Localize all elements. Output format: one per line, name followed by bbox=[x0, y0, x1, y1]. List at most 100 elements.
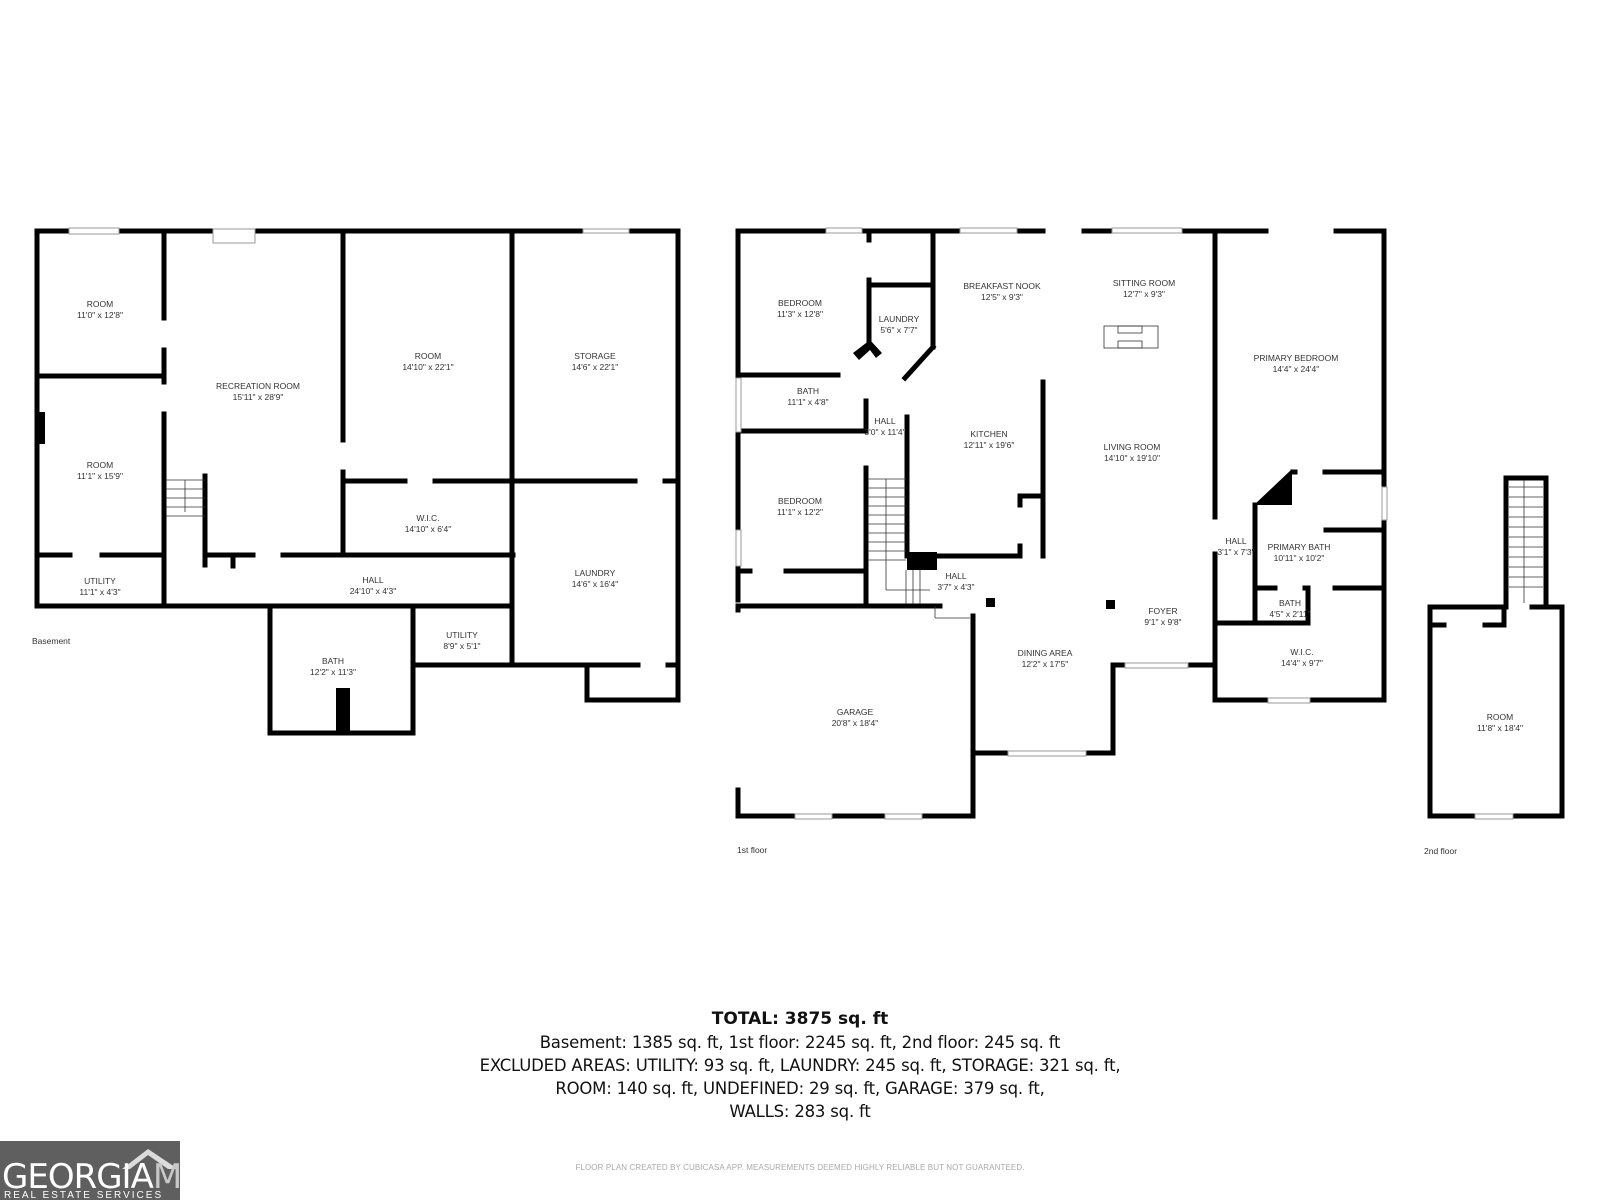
room-name: SITTING ROOM bbox=[1112, 278, 1176, 288]
room-dimensions: 15'11" x 28'9" bbox=[232, 392, 284, 402]
excluded-areas-line-1: EXCLUDED AREAS: UTILITY: 93 sq. ft, LAUN… bbox=[479, 1056, 1121, 1075]
floor-label-second: 2nd floor bbox=[1424, 846, 1458, 856]
room-name: ROOM bbox=[414, 351, 442, 361]
room-dimensions: 3'1" x 7'3" bbox=[1217, 547, 1255, 557]
room-name: HALL bbox=[1225, 536, 1247, 546]
room-name: PRIMARY BEDROOM bbox=[1253, 353, 1339, 363]
room-label: UTILITY 11'1" x 4'3" bbox=[79, 576, 120, 598]
basement-windows bbox=[68, 227, 630, 244]
room-dimensions: 11'1" x 4'3" bbox=[79, 587, 121, 597]
room-dimensions: 24'10" x 4'3" bbox=[349, 586, 397, 596]
room-dimensions: 11'1" x 12'2" bbox=[777, 507, 823, 517]
room-label: ROOM 11'8" x 18'4" bbox=[1477, 712, 1523, 734]
room-dimensions: 12'2" x 17'5" bbox=[1021, 659, 1069, 669]
room-label: HALL 3'1" x 7'3" bbox=[1217, 536, 1254, 558]
room-dimensions: 12'11" x 19'6" bbox=[963, 440, 1015, 450]
room-dimensions: 14'6" x 22'1" bbox=[571, 362, 619, 372]
room-name: LAUNDRY bbox=[574, 568, 616, 578]
room-dimensions: 14'10" x 19'10" bbox=[1103, 453, 1161, 463]
floor-areas: Basement: 1385 sq. ft, 1st floor: 2245 s… bbox=[539, 1033, 1061, 1052]
room-label: PRIMARY BATH 10'11" x 10'2" bbox=[1268, 542, 1331, 564]
room-name: LIVING ROOM bbox=[1103, 442, 1161, 452]
room-label: BEDROOM 11'3" x 12'8" bbox=[777, 298, 823, 320]
room-label: BATH 12'2" x 11'3" bbox=[310, 656, 356, 678]
logo-text: GEORGIAMLS bbox=[2, 1157, 180, 1197]
room-label: BATH 11'1" x 4'8" bbox=[787, 386, 828, 408]
total-area: TOTAL: 3875 sq. ft bbox=[711, 1009, 889, 1029]
room-name: BATH bbox=[1278, 598, 1302, 608]
room-dimensions: 3'0" x 11'4" bbox=[864, 427, 906, 437]
room-name: BREAKFAST NOOK bbox=[963, 281, 1041, 291]
floor-label-first: 1st floor bbox=[737, 845, 768, 855]
room-dimensions: 14'6" x 16'4" bbox=[571, 579, 619, 589]
georgia-mls-logo: GEORGIAMLS REAL ESTATE SERVICES bbox=[0, 1141, 180, 1200]
room-label: LAUNDRY 14'6" x 16'4" bbox=[572, 568, 619, 590]
fireplace bbox=[1103, 325, 1159, 349]
room-name: HALL bbox=[874, 416, 896, 426]
room-dimensions: 14'4" x 9'7" bbox=[1281, 658, 1323, 668]
room-label: BATH 4'5" x 2'11" bbox=[1269, 598, 1310, 620]
excluded-areas-line-2: ROOM: 140 sq. ft, UNDEFINED: 29 sq. ft, … bbox=[555, 1079, 1045, 1098]
second-floor-stairs bbox=[1509, 480, 1543, 603]
room-dimensions: 11'1" x 15'9" bbox=[77, 471, 123, 481]
room-dimensions: 14'4" x 24'4" bbox=[1272, 364, 1320, 374]
room-dimensions: 11'8" x 18'4" bbox=[1477, 723, 1523, 733]
room-label: FOYER 9'1" x 9'8" bbox=[1144, 606, 1181, 628]
room-dimensions: 4'5" x 2'11" bbox=[1269, 609, 1311, 619]
room-name: W.I.C. bbox=[416, 513, 440, 523]
room-label: UTILITY 8'9" x 5'1" bbox=[443, 630, 480, 652]
room-label: RECREATION ROOM 15'11" x 28'9" bbox=[216, 381, 300, 403]
room-label: ROOM 11'1" x 15'9" bbox=[77, 460, 123, 482]
room-label: STORAGE 14'6" x 22'1" bbox=[572, 351, 619, 373]
room-name: LAUNDRY bbox=[878, 314, 920, 324]
room-label: ROOM 14'10" x 22'1" bbox=[402, 351, 453, 373]
room-name: GARAGE bbox=[836, 707, 874, 717]
room-dimensions: 12'2" x 11'3" bbox=[310, 667, 356, 677]
room-name: BATH bbox=[321, 656, 345, 666]
room-name: ROOM bbox=[86, 460, 114, 470]
room-name: UTILITY bbox=[446, 630, 478, 640]
logo-accent-text: MLS bbox=[152, 1157, 180, 1197]
first-floor-windows bbox=[735, 227, 1388, 820]
disclaimer: FLOOR PLAN CREATED BY CUBICASA APP. MEAS… bbox=[575, 1163, 1025, 1172]
room-label: W.I.C. 14'10" x 6'4" bbox=[405, 513, 452, 535]
basement-walls bbox=[34, 228, 681, 736]
roof-icon bbox=[122, 1149, 178, 1169]
room-label: HALL 3'0" x 11'4" bbox=[864, 416, 905, 438]
room-dimensions: 5'6" x 7'7" bbox=[880, 325, 918, 335]
room-dimensions: 14'10" x 6'4" bbox=[404, 524, 452, 534]
basement-stairs bbox=[166, 479, 205, 517]
room-dimensions: 14'10" x 22'1" bbox=[402, 362, 454, 372]
room-name: UTILITY bbox=[84, 576, 116, 586]
room-label: LAUNDRY 5'6" x 7'7" bbox=[879, 314, 919, 336]
area-summary: TOTAL: 3875 sq. ft Basement: 1385 sq. ft… bbox=[0, 1008, 1600, 1123]
second-floor-walls bbox=[1427, 475, 1565, 819]
room-dimensions: 11'0" x 12'8" bbox=[77, 310, 123, 320]
room-label: ROOM 11'0" x 12'8" bbox=[77, 299, 123, 321]
room-name: BEDROOM bbox=[778, 298, 822, 308]
room-dimensions: 20'8" x 18'4" bbox=[831, 718, 879, 728]
room-dimensions: 3'7" x 4'3" bbox=[937, 582, 975, 592]
room-label: BREAKFAST NOOK 12'5" x 9'3" bbox=[963, 281, 1040, 303]
room-dimensions: 11'1" x 4'8" bbox=[787, 397, 829, 407]
room-label: PRIMARY BEDROOM 14'4" x 24'4" bbox=[1254, 353, 1339, 375]
room-dimensions: 12'7" x 9'3" bbox=[1123, 289, 1165, 299]
room-name: ROOM bbox=[86, 299, 114, 309]
logo-subtitle: REAL ESTATE SERVICES bbox=[4, 1190, 164, 1200]
room-name: HALL bbox=[362, 575, 384, 585]
room-name: BATH bbox=[796, 386, 820, 396]
room-label: GARAGE 20'8" x 18'4" bbox=[832, 707, 879, 729]
room-dimensions: 9'1" x 9'8" bbox=[1144, 617, 1182, 627]
room-name: HALL bbox=[945, 571, 967, 581]
room-dimensions: 11'3" x 12'8" bbox=[777, 309, 823, 319]
room-label: SITTING ROOM 12'7" x 9'3" bbox=[1113, 278, 1175, 300]
excluded-areas-line-3: WALLS: 283 sq. ft bbox=[729, 1102, 871, 1121]
floor-label-basement: Basement bbox=[32, 636, 71, 646]
room-name: KITCHEN bbox=[970, 429, 1008, 439]
room-name: RECREATION ROOM bbox=[216, 381, 300, 391]
room-name: BEDROOM bbox=[778, 496, 822, 506]
room-name: DINING AREA bbox=[1017, 648, 1073, 658]
first-floor-walls bbox=[735, 228, 1387, 819]
room-label: HALL 24'10" x 4'3" bbox=[350, 575, 397, 597]
